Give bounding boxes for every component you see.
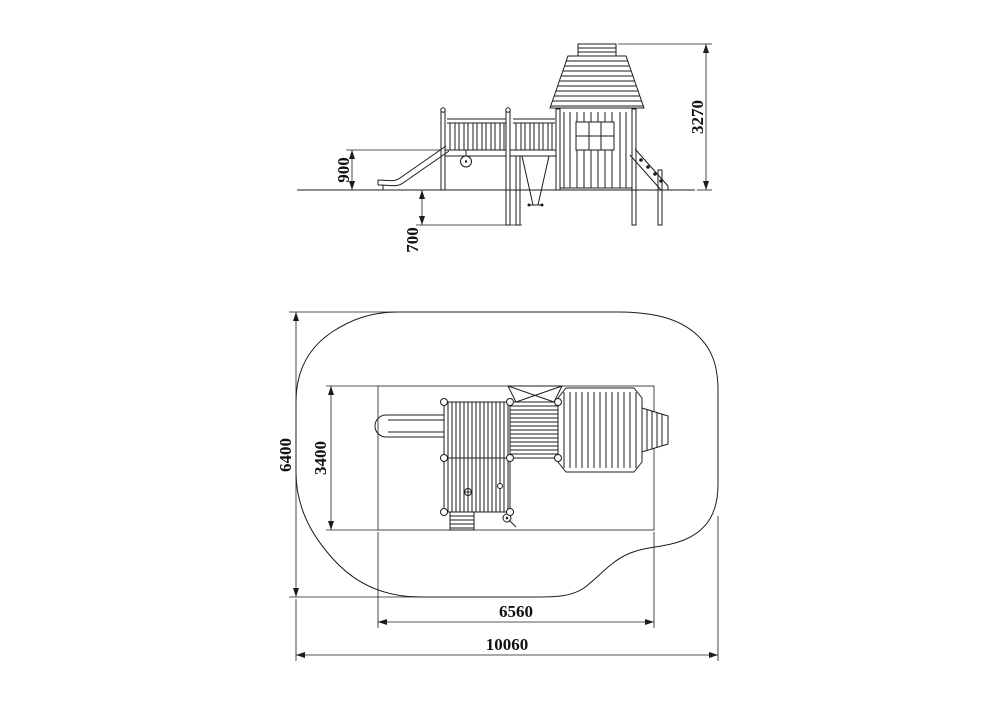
slide-plan (374, 414, 444, 438)
dim-overall-height-label: 3270 (688, 100, 707, 134)
platform-deck (441, 149, 558, 157)
dimension-equipment-length: 6560 (377, 532, 655, 628)
slide (377, 145, 450, 190)
climbing-ramp-plan (641, 407, 669, 453)
dimension-platform-height: 900 (334, 149, 441, 190)
trapeze-bar (521, 155, 550, 207)
tower-body (558, 112, 634, 189)
dim-equipment-depth-label: 3400 (311, 441, 330, 475)
panel-plan (497, 483, 503, 489)
dim-platform-height-label: 900 (334, 157, 353, 183)
plan-posts (440, 398, 562, 516)
climbing-ramp (629, 148, 669, 191)
stairs-plan (449, 511, 475, 531)
dimension-overall-height: 3270 (618, 43, 712, 191)
tower-roof (549, 43, 645, 109)
dim-equipment-length-label: 6560 (499, 602, 533, 621)
dim-safety-zone-depth-label: 6400 (276, 438, 295, 472)
dim-embedment-depth-label: 700 (403, 227, 422, 253)
dim-safety-zone-length-label: 10060 (486, 635, 529, 654)
play-wheel (460, 150, 472, 168)
elevation-view: 900 700 3270 (297, 43, 712, 253)
left-railing-panel (447, 118, 506, 150)
plan-view: 6400 3400 6560 10060 (276, 311, 719, 661)
plan-fixtures (464, 483, 517, 528)
dimension-embedment-depth: 700 (403, 190, 522, 253)
tower-roof-plan (557, 387, 643, 473)
middle-railing-panel (513, 118, 555, 150)
tower-window (575, 121, 615, 151)
dimension-equipment-depth: 3400 (311, 385, 378, 531)
upper-deck-plan (443, 401, 511, 459)
bridge-plan (509, 401, 559, 459)
lower-deck-plan (443, 457, 511, 513)
dimension-safety-zone-length: 10060 (295, 516, 719, 661)
trapeze-frame-plan (507, 385, 563, 403)
safety-zone-outline (295, 311, 719, 598)
support-posts (440, 107, 663, 226)
dimension-safety-zone-depth: 6400 (276, 311, 418, 598)
